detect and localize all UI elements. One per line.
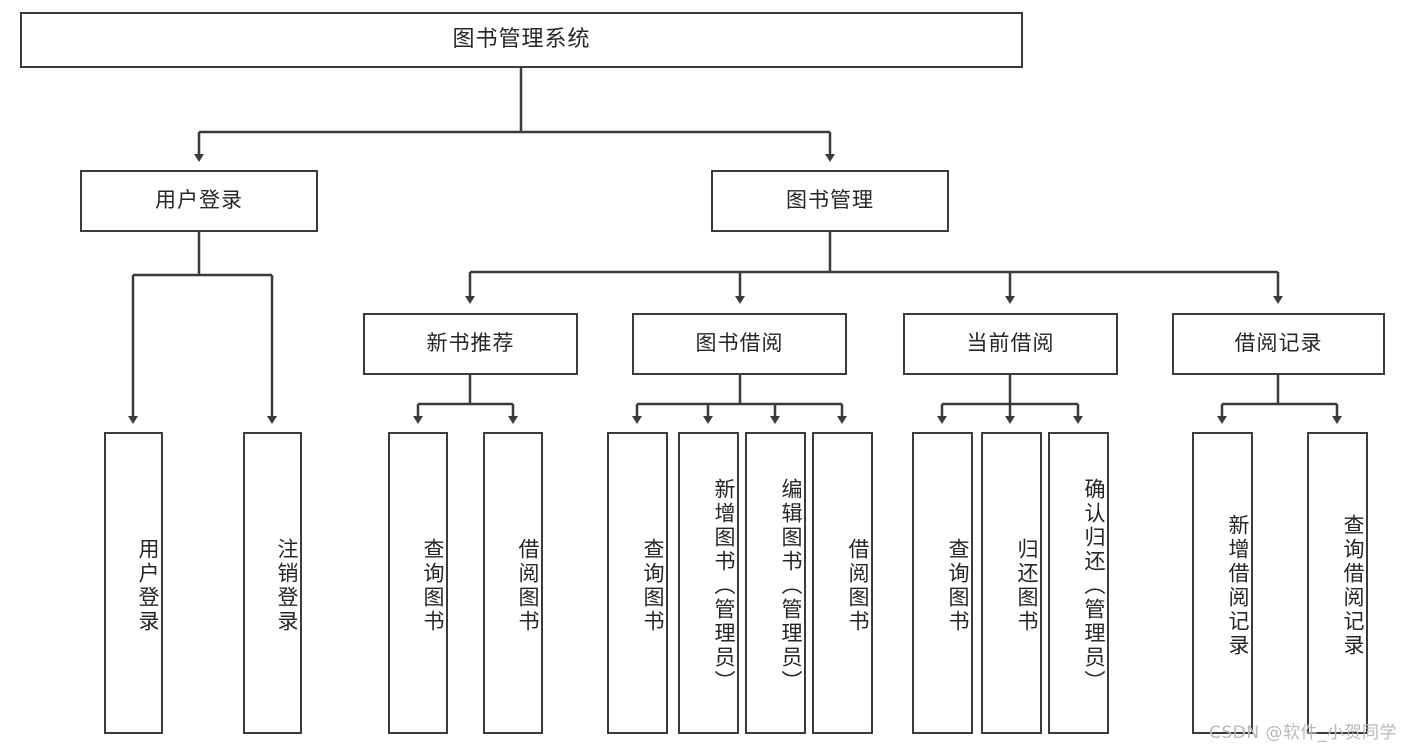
leaf-new-book-query-book[interactable]: 查询图书 (388, 432, 448, 734)
leaf-label: 注销登录 (275, 538, 299, 634)
leaf-label: 新增借阅记录 (1226, 514, 1250, 658)
leaf-current-borrow-query-book[interactable]: 查询图书 (912, 432, 973, 734)
node-book-management-system[interactable]: 图书管理系统 (20, 12, 1023, 68)
leaf-label: 确认归还（管理员） (1082, 478, 1106, 694)
node-user-login[interactable]: 用户登录 (80, 170, 318, 232)
node-borrow-record[interactable]: 借阅记录 (1172, 313, 1385, 375)
leaf-label: 查询图书 (946, 538, 970, 634)
leaf-book-borrow-query-book[interactable]: 查询图书 (607, 432, 668, 734)
leaf-user-login-login[interactable]: 用户登录 (104, 432, 163, 734)
node-book-management[interactable]: 图书管理 (711, 170, 949, 232)
leaf-borrow-record-add-record[interactable]: 新增借阅记录 (1192, 432, 1253, 734)
leaf-book-borrow-lend-book[interactable]: 借阅图书 (812, 432, 873, 734)
leaf-label: 用户登录 (136, 538, 160, 634)
leaf-label: 查询图书 (421, 538, 445, 634)
leaf-current-borrow-confirm-return-admin[interactable]: 确认归还（管理员） (1048, 432, 1109, 734)
leaf-borrow-record-query-record[interactable]: 查询借阅记录 (1307, 432, 1368, 734)
csdn-watermark: CSDN @软件_小贺同学 (1209, 723, 1397, 743)
leaf-user-login-logout[interactable]: 注销登录 (243, 432, 302, 734)
leaf-label: 借阅图书 (516, 538, 540, 634)
leaf-label: 查询借阅记录 (1341, 514, 1365, 658)
node-book-borrow[interactable]: 图书借阅 (632, 313, 847, 375)
leaf-label: 归还图书 (1015, 538, 1039, 634)
leaf-new-book-borrow-book[interactable]: 借阅图书 (483, 432, 543, 734)
node-new-book-recommend[interactable]: 新书推荐 (363, 313, 578, 375)
leaf-label: 新增图书（管理员） (712, 478, 736, 694)
leaf-book-borrow-add-book-admin[interactable]: 新增图书（管理员） (678, 432, 739, 734)
node-current-borrow[interactable]: 当前借阅 (903, 313, 1118, 375)
leaf-label: 借阅图书 (846, 538, 870, 634)
leaf-label: 查询图书 (641, 538, 665, 634)
leaf-current-borrow-return-book[interactable]: 归还图书 (981, 432, 1042, 734)
leaf-book-borrow-edit-book-admin[interactable]: 编辑图书（管理员） (745, 432, 806, 734)
leaf-label: 编辑图书（管理员） (779, 478, 803, 694)
